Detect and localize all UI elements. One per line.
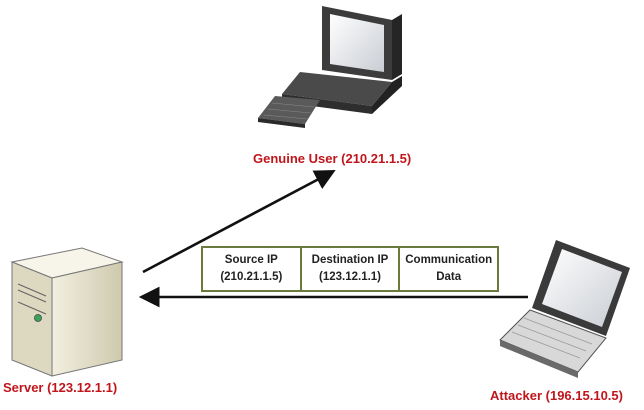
desktop-computer-icon: [258, 6, 402, 128]
packet-field-value: (210.21.1.5): [220, 271, 283, 283]
packet-field-value: (123.12.1.1): [319, 271, 382, 283]
attacker-label: Attacker (196.15.10.5): [490, 388, 623, 403]
packet-field-source-ip: Source IP (210.21.1.5): [203, 248, 300, 290]
arrow-server-to-genuine-user: [142, 170, 336, 274]
packet-field-communication-data: Communication Data: [398, 248, 497, 290]
server-label: Server (123.12.1.1): [3, 380, 118, 395]
laptop-icon: [499, 240, 630, 378]
packet-field-title: Destination IP: [311, 254, 389, 266]
packet-field-title: Source IP: [224, 254, 278, 266]
spoofed-packet: Source IP (210.21.1.5) Destination IP (1…: [201, 246, 499, 292]
packet-field-value: Data: [436, 271, 462, 283]
genuine-user-label: Genuine User (210.21.1.5): [253, 151, 412, 166]
server-tower-icon: [10, 247, 124, 377]
packet-field-title: Communication: [405, 254, 493, 266]
packet-field-destination-ip: Destination IP (123.12.1.1): [299, 248, 399, 290]
